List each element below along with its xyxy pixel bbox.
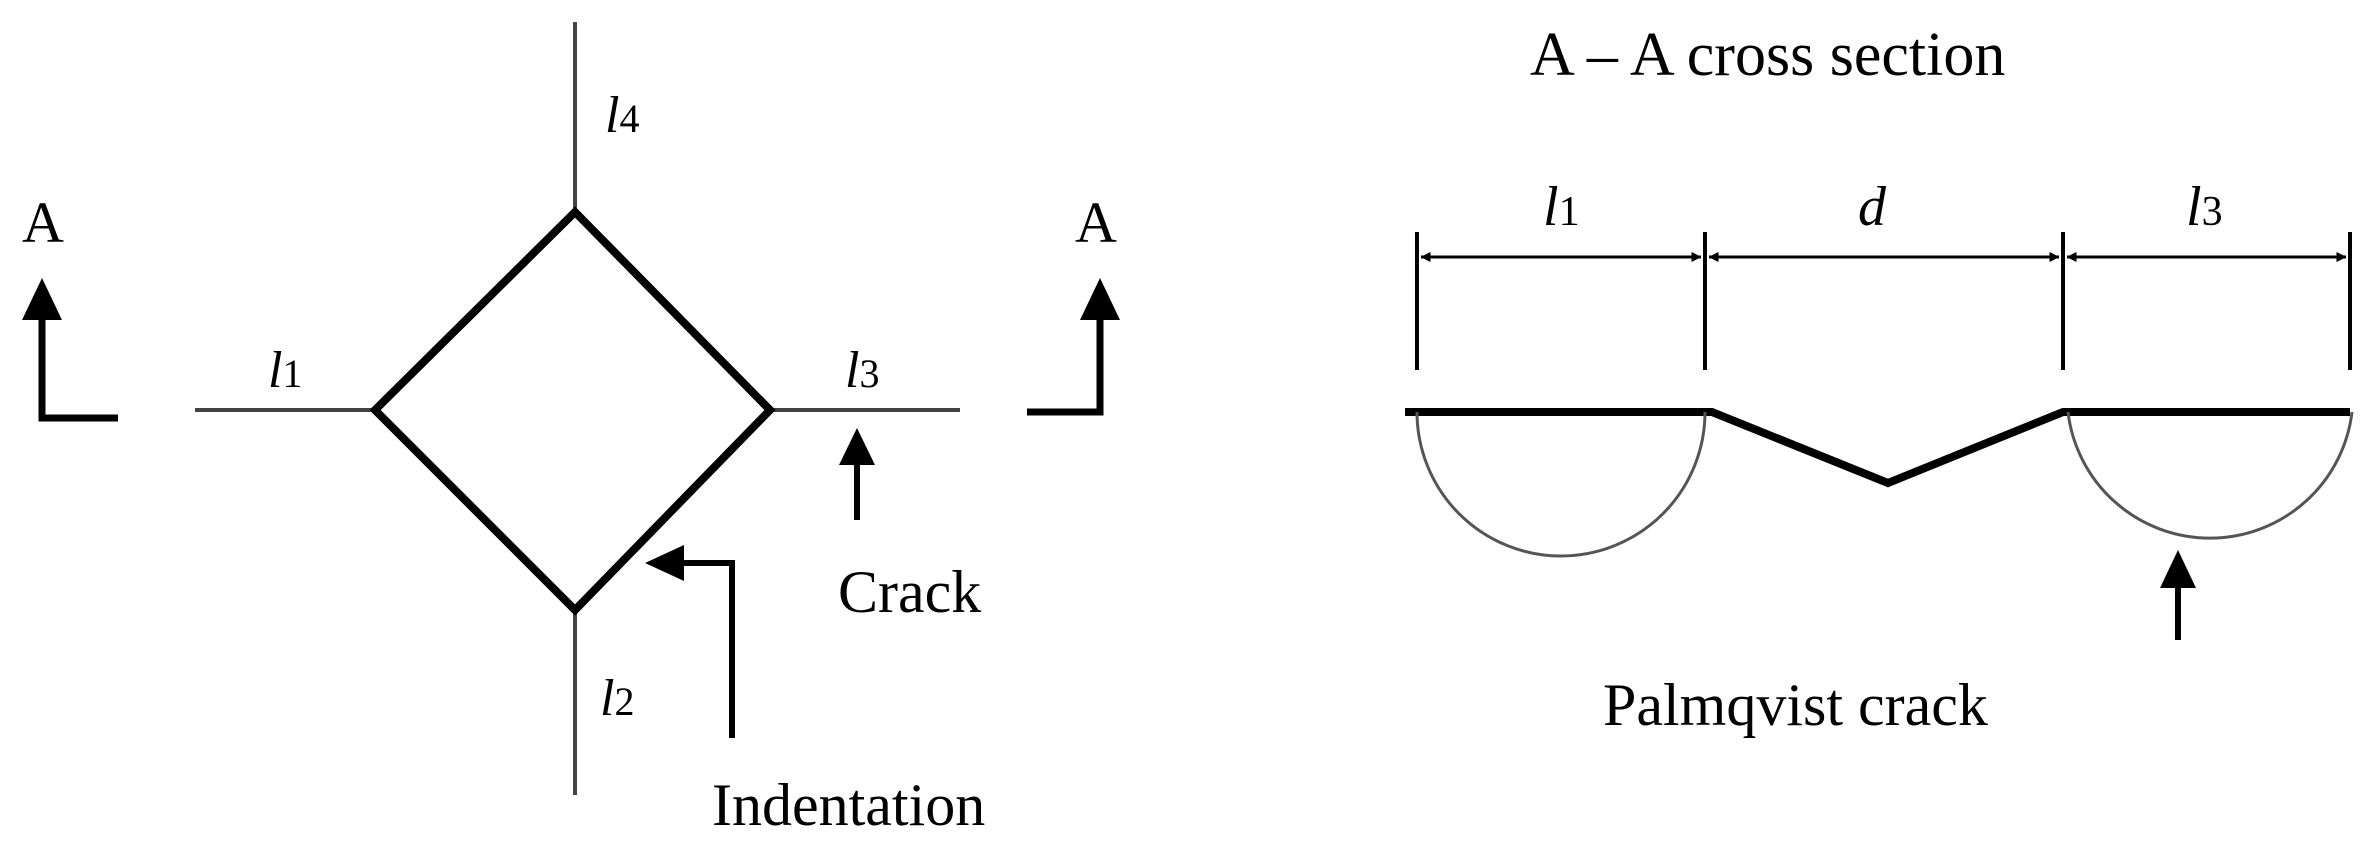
section-mark-right: A xyxy=(1075,190,1117,255)
palmqvist-crack-left xyxy=(1415,411,1707,558)
dim-label-l1: l1 xyxy=(1543,176,1580,238)
cross-section-view: A – A cross section l1 d l3 Palmqvist cr… xyxy=(1405,21,2354,738)
label-l1: l1 xyxy=(268,342,302,399)
label-l4: l4 xyxy=(605,87,639,144)
section-mark-left: A xyxy=(22,190,64,255)
section-arrow-right-icon xyxy=(1027,278,1120,416)
top-view: l4 l1 l3 l2 A A Crack xyxy=(22,22,1120,838)
palmqvist-crack-right xyxy=(2066,411,2354,540)
dim-label-l3: l3 xyxy=(2186,176,2223,238)
indentation-pointer-arrow-icon xyxy=(645,545,735,738)
crack-callout-label: Crack xyxy=(838,559,981,625)
indentation-callout-label: Indentation xyxy=(712,772,985,838)
section-arrow-left-icon xyxy=(22,278,118,422)
crack-pointer-arrow-icon xyxy=(839,428,875,520)
label-l2: l2 xyxy=(600,670,634,727)
cross-section-title: A – A cross section xyxy=(1530,21,2005,89)
palmqvist-callout-label: Palmqvist crack xyxy=(1603,672,1988,738)
label-l3: l3 xyxy=(845,342,879,399)
palmqvist-pointer-arrow-icon xyxy=(2160,550,2196,640)
dim-label-d: d xyxy=(1858,176,1887,238)
indentation-diamond xyxy=(369,206,776,616)
surface-profile xyxy=(1405,408,2350,488)
